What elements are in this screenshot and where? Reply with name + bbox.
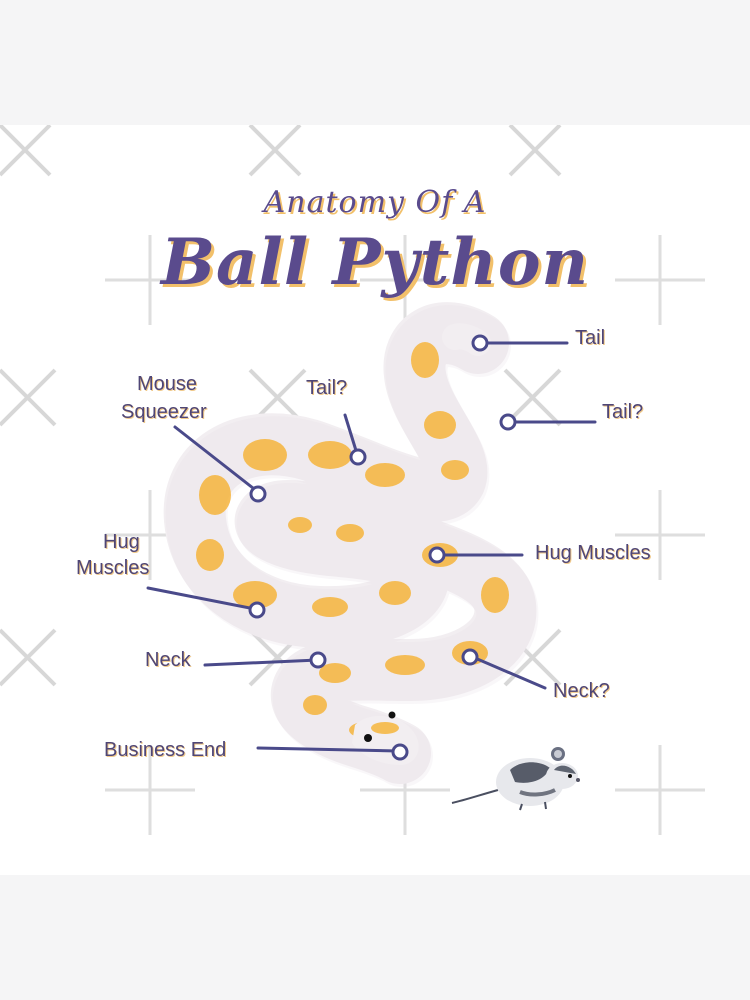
label-neck: Neck xyxy=(145,649,191,671)
title-line-1: Anatomy Of A xyxy=(263,185,487,220)
top-band xyxy=(0,0,750,125)
label-hug-muscles-right: Hug Muscles xyxy=(535,542,651,564)
bottom-band xyxy=(0,875,750,1000)
label-business-end: Business End xyxy=(104,739,227,761)
snake-illustration xyxy=(146,302,597,787)
label-hug-muscles-left-line-2: Muscles xyxy=(76,557,150,579)
snake-body xyxy=(163,302,537,784)
label-tail-question-right: Tail? xyxy=(602,401,644,423)
label-tail: Tail xyxy=(575,327,606,349)
mouse-icon xyxy=(451,747,580,811)
poster: Anatomy Of A Ball Python xyxy=(0,125,750,875)
label-tail-question-center: Tail? xyxy=(306,377,348,399)
label-neck-question: Neck? xyxy=(553,680,610,702)
label-hug-muscles-left-line-1: Hug xyxy=(103,531,140,553)
label-mouse-squeezer-line-2: Squeezer xyxy=(121,401,207,423)
title-line-2: Ball Python xyxy=(160,225,590,300)
label-mouse-squeezer-line-1: Mouse xyxy=(137,373,198,395)
watermark-cross-icon xyxy=(0,125,705,835)
